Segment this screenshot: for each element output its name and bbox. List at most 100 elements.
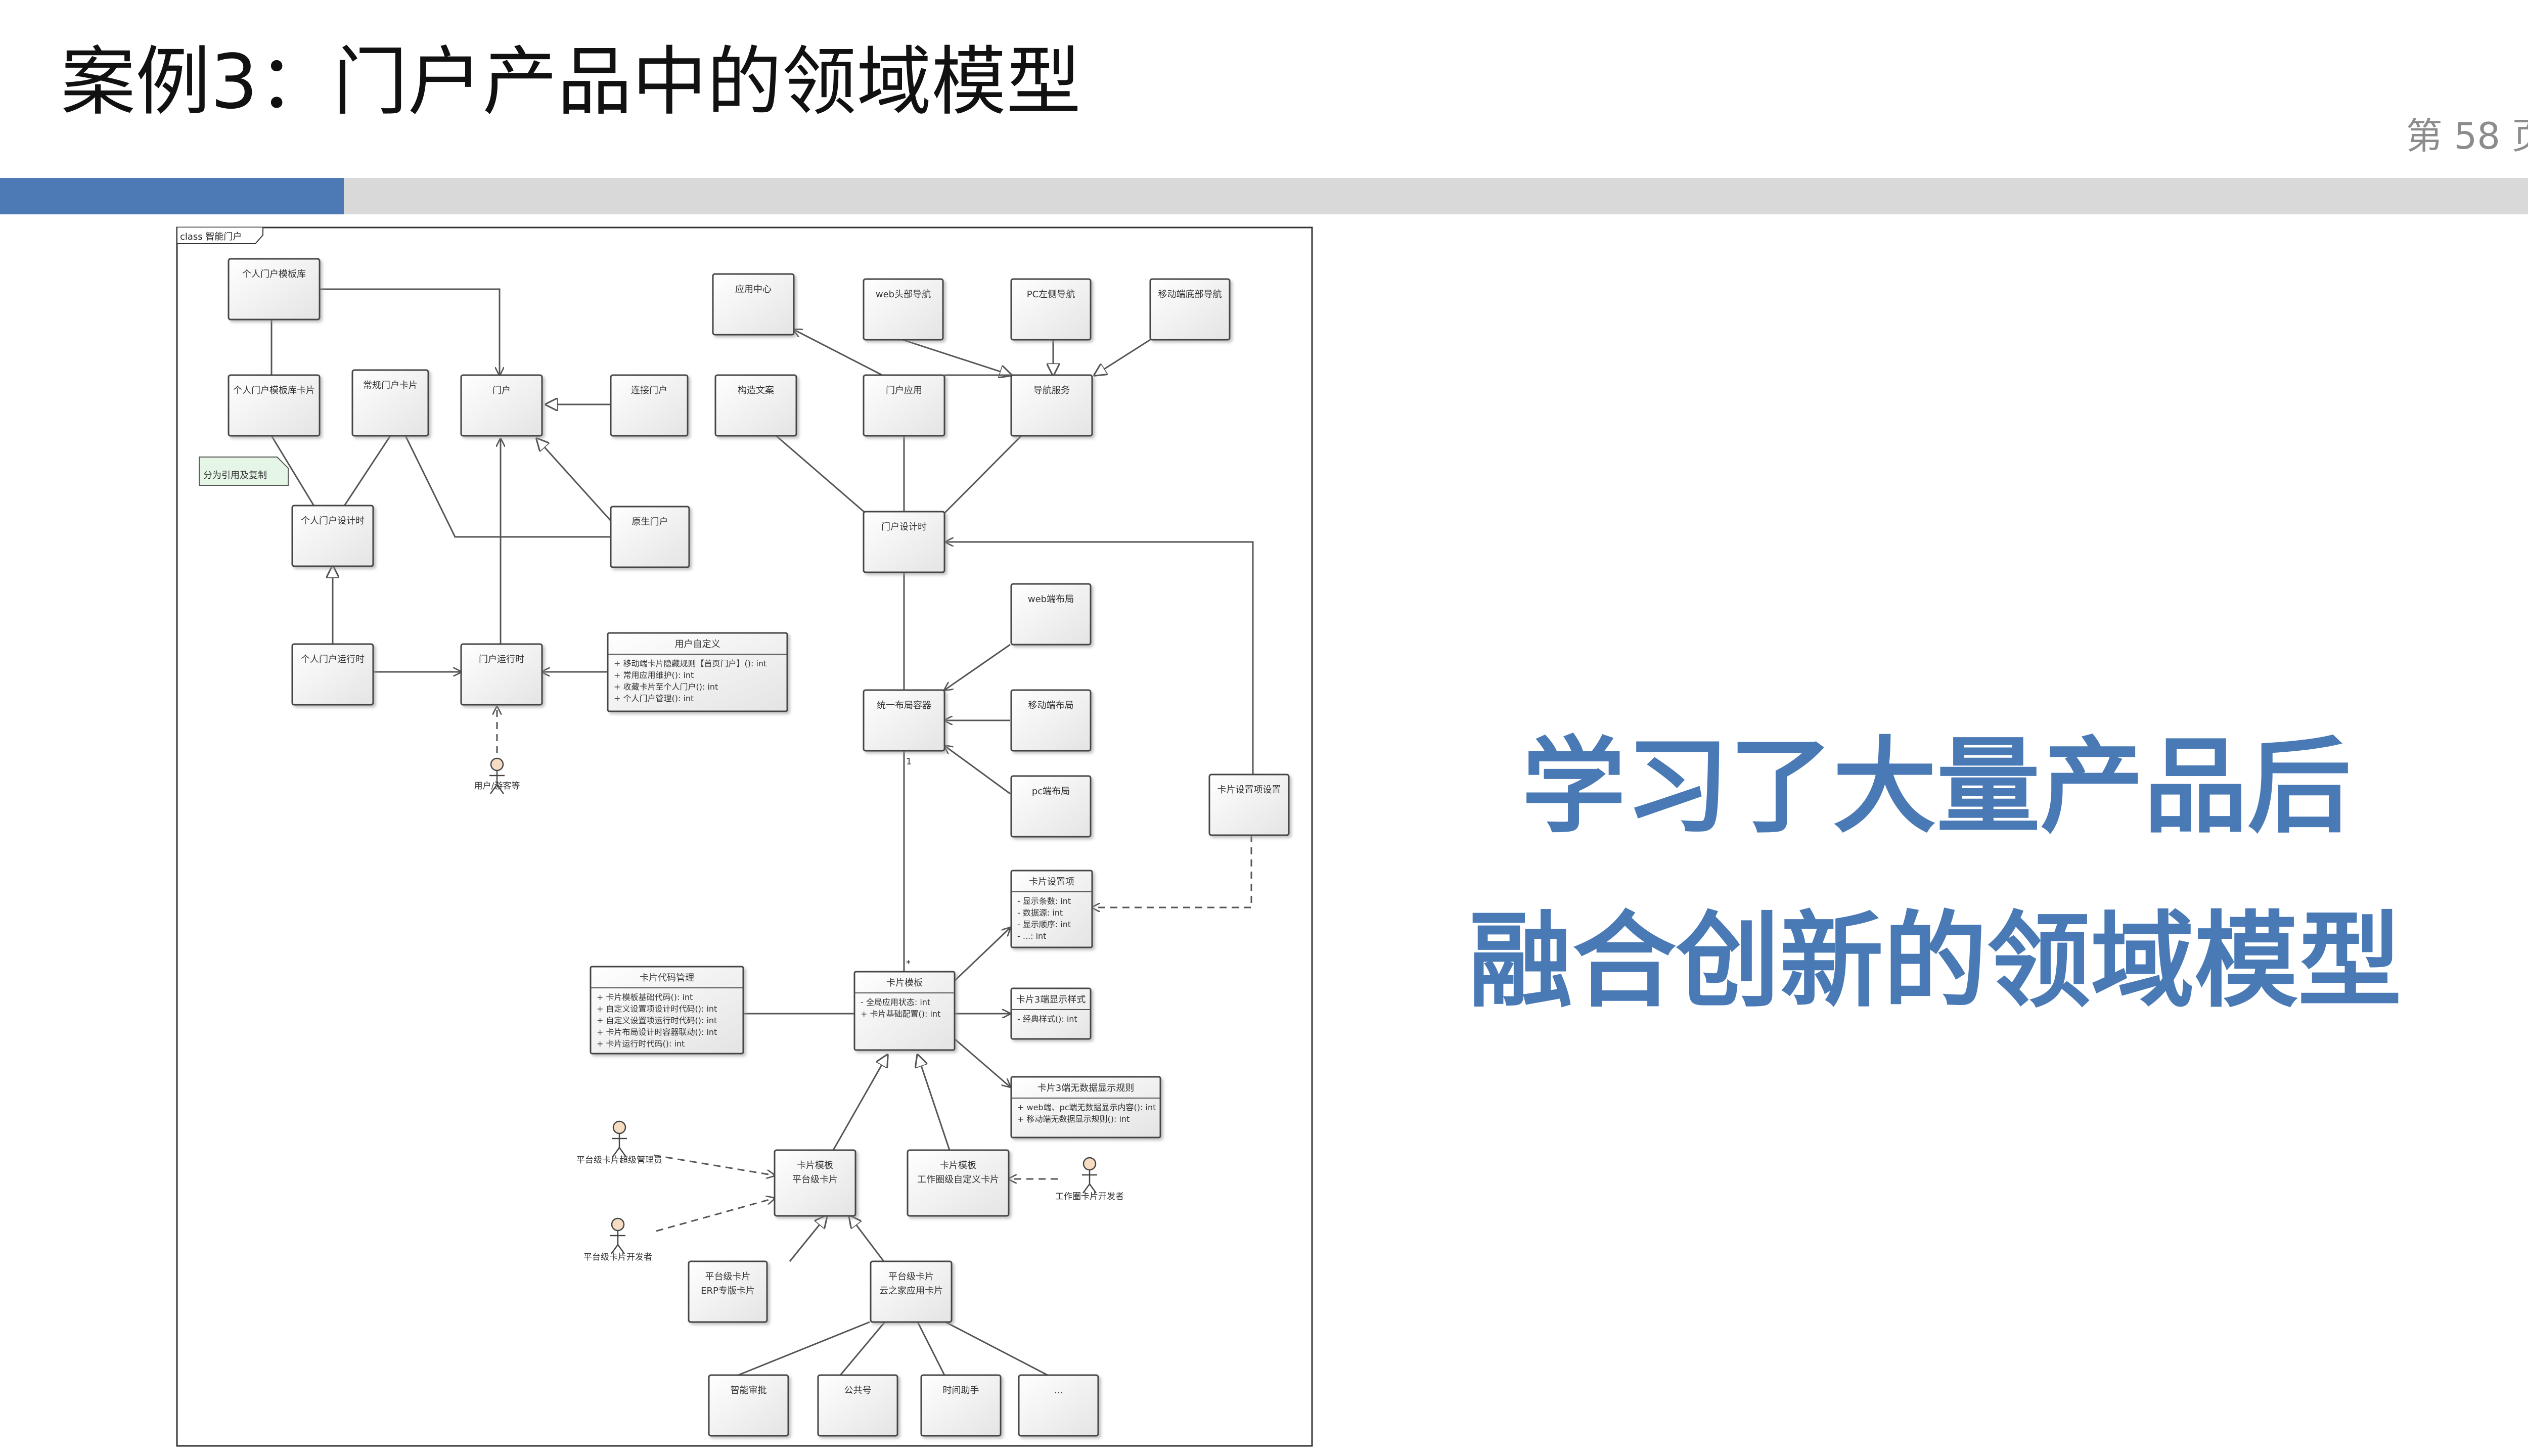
class-member: + 卡片模板基础代码(): int [597, 992, 693, 1002]
box-title: 公共号 [844, 1385, 872, 1396]
frame-label: class 智能门户 [180, 232, 242, 242]
uml-class-card-code-mgr: 卡片代码管理 + 卡片模板基础代码(): int + 自定义设置项设计时代码(): … [590, 966, 744, 1055]
box-title: 连接门户 [631, 385, 667, 396]
diagram-box-official-account: 公共号 [817, 1374, 898, 1437]
class-title: 卡片3端无数据显示规则 [1037, 1083, 1134, 1094]
diagram-box-personal-template-card: 个人门户模板库卡片 [228, 374, 321, 437]
diagram-box-portal-runtime: 门户运行时 [460, 643, 543, 706]
note-shape [199, 457, 289, 486]
actor-label: 工作圈卡片开发者 [1055, 1192, 1124, 1202]
box-title: 门户设计时 [881, 522, 927, 532]
box-title: 个人门户设计时 [301, 516, 365, 526]
class-title: 卡片3端显示样式 [1016, 994, 1086, 1005]
box-title: 卡片设置项设置 [1217, 785, 1281, 795]
class-member: + 移动端无数据显示规则(): int [1017, 1114, 1130, 1124]
box-title: PC左侧导航 [1027, 289, 1075, 300]
diagram-box-common-portal-card: 常规门户卡片 [351, 369, 429, 437]
diagram-box-personal-template-lib: 个人门户模板库 [228, 258, 321, 321]
actor-actor-platform-dev: 平台级卡片开发者 [583, 1217, 652, 1262]
diagram-box-unified-layout: 统一布局容器 [863, 689, 945, 752]
box-title: 平台级卡片 [888, 1271, 934, 1282]
actor-actor-circle-dev: 工作圈卡片开发者 [1055, 1157, 1124, 1202]
class-title: 用户自定义 [675, 639, 720, 650]
diagram-box-quick-post: 构造文案 [714, 374, 797, 437]
box-subtitle: ERP专版卡片 [701, 1286, 755, 1296]
class-member: + 移动端卡片隐藏规则【首页门户】(): int [614, 659, 766, 668]
class-member: + 常用应用维护(): int [614, 670, 694, 680]
class-member: + 收藏卡片至个人门户(): int [614, 682, 718, 692]
note-text: 分为引用及复制 [203, 470, 267, 481]
box-title: 构造文案 [738, 385, 774, 396]
uml-class-card-settings-mgr: 卡片设置项- 显示条数: int- 数据源: int- 显示顺序: int- .… [1010, 870, 1093, 948]
diagram-box-app-center: 应用中心 [712, 273, 795, 336]
diagram-box-web-top-nav: web头部导航 [863, 278, 944, 341]
box-title: 常规门户卡片 [363, 380, 418, 391]
class-member: + 自定义设置项设计时代码(): int [597, 1004, 717, 1014]
uml-class-card-nodata: 卡片3端无数据显示规则+ web端、pc端无数据显示内容(): int+ 移动端… [1010, 1076, 1161, 1139]
class-member: - 显示顺序: int [1017, 920, 1071, 929]
diagram-box-personal-runtime: 个人门户运行时 [291, 643, 374, 706]
class-member: - 经典样式(): int [1017, 1014, 1077, 1024]
box-title: 个人门户运行时 [301, 654, 365, 665]
headline-line-1: 学习了大量产品后 [1522, 727, 2351, 847]
class-member: - 全局应用状态: int [861, 997, 930, 1007]
actor-label: 平台级卡片开发者 [583, 1252, 652, 1262]
box-title: pc端布局 [1032, 786, 1070, 797]
class-member: + 卡片布局设计时容器联动(): int [597, 1027, 717, 1037]
diagram-box-personal-designer: 个人门户设计时 [291, 505, 374, 567]
diagram-box-time-assistant: 时间助手 [920, 1374, 1002, 1437]
box-title: 智能审批 [731, 1385, 767, 1396]
actor-label: 平台级卡片超级管理员 [576, 1155, 662, 1165]
diagram-box-nav-service: 导航服务 [1010, 374, 1093, 437]
box-title: 门户 [492, 385, 511, 396]
box-title: 个人门户模板库卡片 [233, 385, 315, 396]
class-member: - ...: int [1017, 931, 1046, 941]
diagram-box-portal: 门户 [460, 374, 543, 437]
box-subtitle: 云之家应用卡片 [879, 1286, 943, 1296]
uml-class-card-style: 卡片3端显示样式 - 经典样式(): int [1010, 987, 1092, 1040]
class-member: + 卡片基础配置(): int [861, 1009, 940, 1019]
box-title: 应用中心 [735, 284, 772, 295]
box-title: 时间助手 [943, 1385, 979, 1396]
diagram-box-card-settings: 卡片设置项设置 [1208, 774, 1290, 836]
diagram-box-pc-layout: pc端布局 [1010, 775, 1092, 838]
actor-label: 用户/游客等 [474, 781, 520, 791]
box-title: web端布局 [1028, 594, 1074, 605]
header-bar-accent [0, 178, 344, 214]
multiplicity-many: * [906, 959, 911, 969]
diagram-box-native-portal: 原生门户 [610, 506, 690, 568]
box-title: 门户运行时 [479, 654, 524, 665]
box-subtitle: 工作圈级自定义卡片 [917, 1174, 999, 1185]
header-bar [344, 178, 2528, 214]
class-member: - 数据源: int [1017, 908, 1063, 918]
actor-actor-platform-admin: 平台级卡片超级管理员 [576, 1120, 662, 1165]
actor-actor-user: 用户/游客等 [474, 757, 520, 794]
box-title: 个人门户模板库 [242, 269, 306, 280]
diagram-box-web-layout: web端布局 [1010, 583, 1092, 646]
diagram-box-portal-designer: 门户设计时 [863, 511, 945, 573]
uml-class-user-custom: 用户自定义 + 移动端卡片隐藏规则【首页门户】(): int + 常用应用维护():… [607, 632, 788, 712]
diagram-box-smart-approval: 智能审批 [708, 1374, 789, 1437]
diagram-box-mobile-bottom-nav: 移动端底部导航 [1149, 278, 1231, 341]
slide-title: 案例3：门户产品中的领域模型 [61, 38, 1081, 125]
box-title: 统一布局容器 [877, 700, 931, 711]
box-title: 移动端底部导航 [1158, 289, 1222, 300]
box-title: 门户应用 [886, 385, 922, 396]
diagram-box-link-portal: 连接门户 [610, 374, 689, 437]
box-title: 卡片模板 [940, 1160, 976, 1171]
class-member: + 自定义设置项运行时代码(): int [597, 1016, 717, 1025]
box-title: 导航服务 [1033, 385, 1070, 396]
uml-class-card-template: 卡片模板- 全局应用状态: int+ 卡片基础配置(): int [853, 971, 956, 1051]
class-title: 卡片代码管理 [640, 973, 694, 983]
headline-line-2: 融合创新的领域模型 [1469, 901, 2402, 1022]
diagram-box-pc-left-nav: PC左侧导航 [1010, 278, 1092, 341]
box-title: 移动端布局 [1028, 700, 1074, 711]
diagram-box-ellipsis: ... [1018, 1374, 1099, 1437]
multiplicity-one: 1 [906, 756, 912, 767]
frame-label-tab [176, 228, 263, 244]
